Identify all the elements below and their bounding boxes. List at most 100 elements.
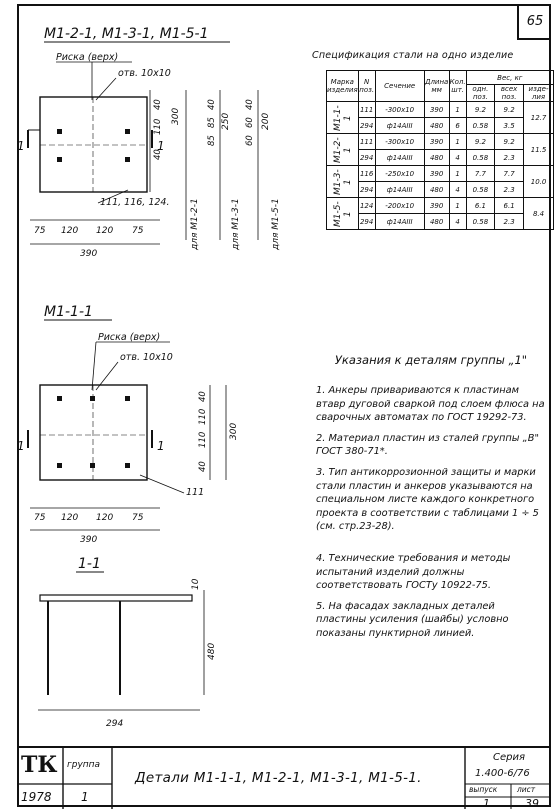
spec-w-one: 9.2 — [465, 133, 496, 150]
spec-length: 390 — [423, 133, 450, 150]
dim-bottom-1: 75 — [34, 226, 46, 236]
dim-left-3: 40 — [153, 149, 163, 160]
dim-col2-total: 250 — [221, 113, 231, 130]
drawing2-mark-label: Риска (верх) — [98, 332, 160, 343]
spec-h-mark: Марка изделия — [326, 70, 359, 102]
spec-length: 480 — [423, 181, 450, 198]
section-title: 1-1 — [78, 556, 101, 572]
spec-w-all: 2.3 — [494, 213, 525, 230]
spec-qty: 1 — [448, 133, 467, 150]
notes: Указания к деталям группы „1" 1. Анкеры … — [316, 352, 546, 648]
spec-pos: 294 — [357, 181, 376, 198]
spec-mark: М1-1-1 — [326, 101, 359, 134]
spec-w-one: 0.58 — [465, 149, 496, 166]
series-value: 1.400-6/76 — [475, 768, 530, 779]
spec-w-product: 10.0 — [523, 165, 554, 198]
note-5: 5. На фасадах закладных деталей пластины… — [316, 600, 509, 639]
spec-section: ф14АIII — [374, 213, 425, 230]
spec-section: -250х10 — [374, 165, 425, 182]
spec-w-product: 12.7 — [523, 101, 554, 134]
anchor-holes — [57, 129, 130, 162]
dim2-total-width: 390 — [80, 535, 97, 545]
spec-h-w1: одн. поз. — [465, 84, 496, 102]
spec-mark: М1-3-1 — [326, 165, 359, 198]
for-m1-3-1: для М1-3-1 — [231, 198, 241, 251]
section-1-1: 1-1 294 10 480 — [38, 556, 217, 729]
dim-left-1: 40 — [153, 99, 163, 110]
section-mark-right: 1 — [157, 139, 165, 153]
sheet-value: 39 — [525, 797, 539, 810]
dim2-right-2: 110 — [198, 409, 208, 425]
spec-length: 480 — [423, 213, 450, 230]
spec-mark: М1-5-1 — [326, 197, 359, 230]
drawing-frame — [17, 4, 551, 807]
drawing2-part-label: 111 — [186, 487, 204, 498]
spec-w-all: 6.1 — [494, 197, 525, 214]
spec-table: Марка изделия N поз. Сечение Длина мм Ко… — [326, 70, 555, 230]
dim-main-total: 300 — [171, 108, 181, 125]
series-label: Серия — [493, 752, 525, 763]
section-width: 294 — [106, 719, 123, 729]
spec-pos: 124 — [357, 197, 376, 214]
note-4: 4. Технические требования и методы испыт… — [316, 552, 511, 592]
section-height: 480 — [207, 643, 217, 660]
spec-w-all: 9.2 — [494, 101, 525, 118]
spec-pos: 111 — [357, 101, 376, 118]
spec-w-one: 0.58 — [465, 181, 496, 198]
spec-length: 480 — [423, 117, 450, 134]
spec-h-qty: Кол. шт. — [448, 70, 467, 102]
spec-w-product: 8.4 — [523, 197, 554, 230]
group-label: группа — [67, 760, 101, 770]
spec-h-length: Длина мм — [423, 70, 450, 102]
dim2-right-4: 40 — [198, 461, 208, 472]
title-block: ТК группа 1978 1 Детали М1-1-1, М1-2-1, … — [17, 746, 551, 810]
plate2-outline — [39, 384, 148, 481]
sheet-number: 65 — [517, 4, 551, 40]
drawing1-title: М1-2-1, М1-3-1, М1-5-1 — [44, 26, 209, 42]
dim-col2-p2: 85 — [207, 117, 217, 128]
dim-col2-p3: 85 — [207, 135, 217, 146]
spec-pos: 294 — [357, 117, 376, 134]
spec-w-all: 2.3 — [494, 149, 525, 166]
dim-col3-p1: 40 — [245, 99, 255, 110]
dim2-right-1: 40 — [198, 391, 208, 402]
plate-outline — [39, 96, 148, 193]
spec-qty: 1 — [448, 165, 467, 182]
drawing-m1-1-1: М1-1-1 Риска (верх) отв. 10х10 1 1 111 7… — [17, 304, 239, 545]
notes-heading: Указания к деталям группы „1" — [334, 353, 528, 367]
anchor2-holes — [57, 396, 130, 468]
spec-w-one: 6.1 — [465, 197, 496, 214]
note-2: 2. Материал пластин из сталей группы „В"… — [316, 432, 539, 458]
drawing1-parts-label: 111, 116, 124. — [100, 197, 170, 208]
section2-mark-left: 1 — [17, 439, 25, 453]
dim-bottom-2: 120 — [61, 226, 78, 236]
spec-qty: 1 — [448, 101, 467, 118]
dim2-total-height: 300 — [229, 423, 239, 440]
spec-section: ф14АIII — [374, 149, 425, 166]
dim-bottom-4: 75 — [132, 226, 144, 236]
dim-left-2: 110 — [153, 119, 163, 135]
note-1: 1. Анкеры привариваются к пластинам втав… — [316, 385, 545, 424]
spec-qty: 4 — [448, 213, 467, 230]
issue-value: 1 — [483, 797, 490, 810]
spec-length: 390 — [423, 197, 450, 214]
spec-h-pos: N поз. — [357, 70, 376, 102]
drawing1-mark-label: Риска (верх) — [56, 52, 118, 63]
stamp-title: Детали М1-1-1, М1-2-1, М1-3-1, М1-5-1. — [135, 770, 422, 786]
spec-length: 390 — [423, 101, 450, 118]
dim-col3-total: 200 — [261, 113, 271, 130]
spec-mark: М1-2-1 — [326, 133, 359, 166]
spec-w-product: 11.5 — [523, 133, 554, 166]
spec-section: -300х10 — [374, 101, 425, 118]
section-plate — [39, 594, 193, 602]
dim2-right-3: 110 — [198, 432, 208, 448]
dim2-bottom-3: 120 — [96, 513, 113, 523]
spec-h-wa: всех поз. — [494, 84, 525, 102]
dim2-bottom-4: 75 — [132, 513, 144, 523]
spec-pos: 116 — [357, 165, 376, 182]
dim-col3-p2: 60 — [245, 117, 255, 128]
spec-w-one: 0.58 — [465, 213, 496, 230]
